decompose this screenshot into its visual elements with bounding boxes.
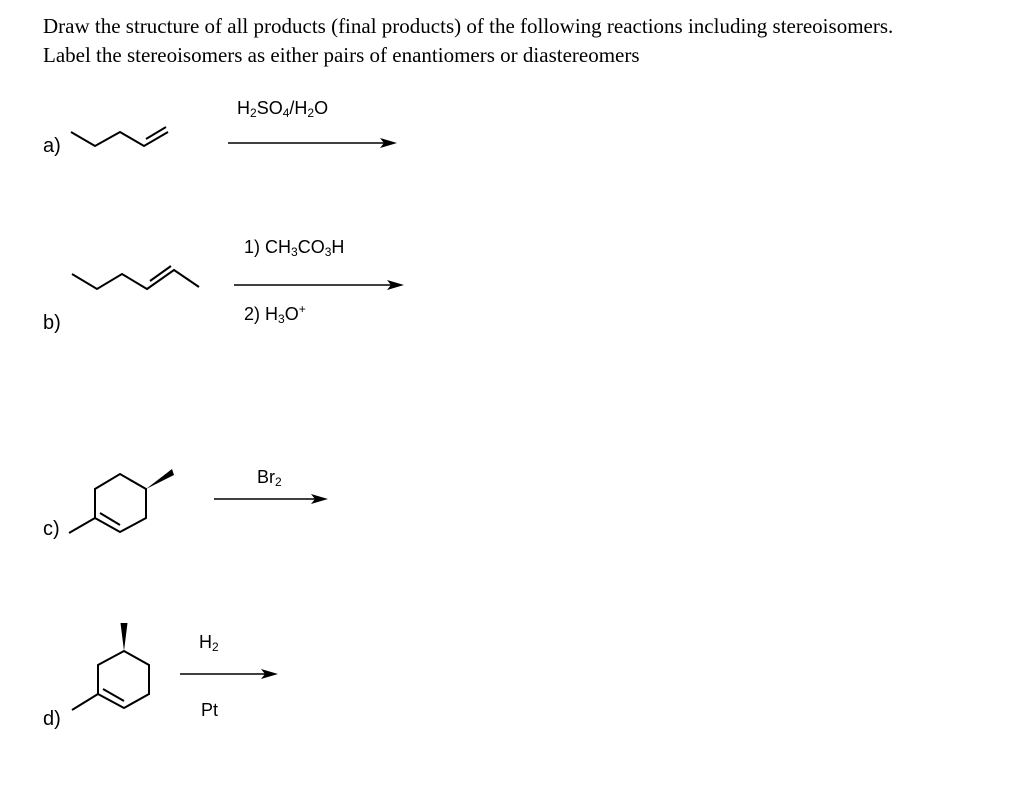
reagent-above-a: H2SO4/H2O xyxy=(237,98,329,120)
reagent-above-b: 1) CH3CO3H xyxy=(244,237,345,259)
reagent-below-b: 2) H3O+ xyxy=(244,302,306,326)
reaction-label-a: a) xyxy=(43,135,61,157)
reagent-below-d: Pt xyxy=(201,700,219,720)
reaction-label-b: b) xyxy=(43,312,61,334)
instruction-line-1: Draw the structure of all products (fina… xyxy=(43,14,894,38)
reaction-label-c: c) xyxy=(43,518,60,540)
instruction-line-2: Label the stereoisomers as either pairs … xyxy=(43,43,640,67)
reaction-label-d: d) xyxy=(43,708,61,730)
reagent-above-c: Br2 xyxy=(257,467,282,489)
reagent-above-d: H2 xyxy=(199,632,219,654)
question-instructions: Draw the structure of all products (fina… xyxy=(43,12,893,70)
